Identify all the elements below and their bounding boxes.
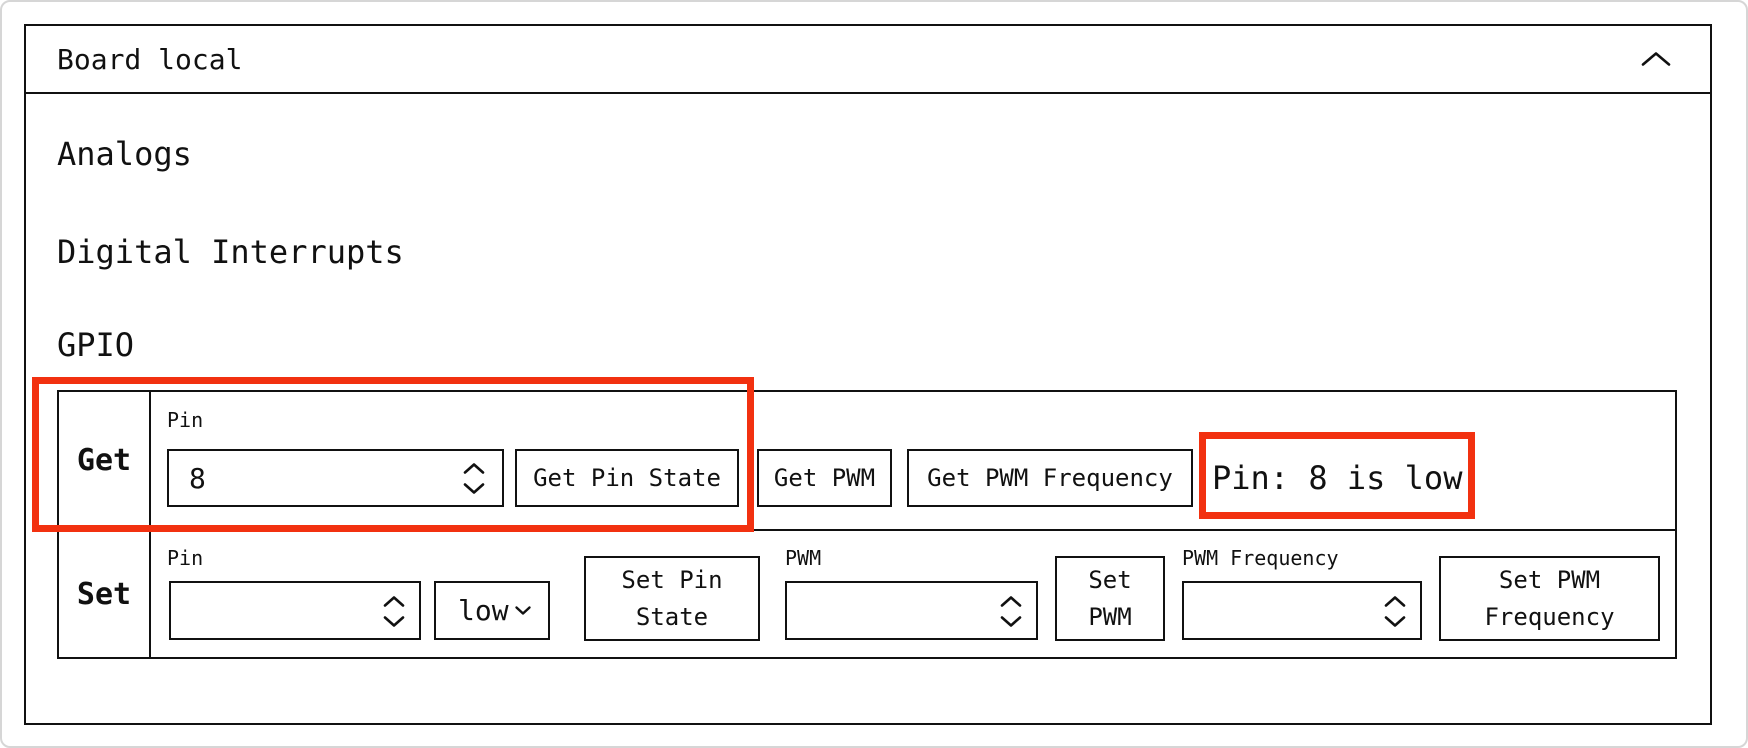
set-pin-label: Pin — [167, 546, 204, 570]
set-row-label: Set — [76, 576, 132, 612]
set-pin-input[interactable] — [169, 581, 421, 640]
get-row-label: Get — [76, 443, 132, 478]
chevron-up-icon — [1383, 595, 1407, 608]
section-gpio: GPIO — [57, 326, 135, 364]
set-pwm-input[interactable] — [785, 581, 1038, 640]
set-pwm-frequency-input[interactable] — [1182, 581, 1422, 640]
chevron-up-icon — [382, 595, 406, 608]
set-pwm-button[interactable]: Set PWM — [1055, 556, 1165, 641]
set-pin-state-button[interactable]: Set Pin State — [584, 556, 760, 641]
chevron-down-icon — [382, 615, 406, 628]
get-pin-state-button[interactable]: Get Pin State — [515, 449, 739, 507]
set-pwm-label: PWM — [785, 546, 822, 570]
board-card-header[interactable]: Board local — [26, 26, 1710, 94]
collapse-button[interactable] — [1634, 44, 1678, 74]
get-pin-result-text: Pin: 8 is low — [1212, 459, 1463, 497]
chevron-down-icon — [514, 605, 532, 616]
get-pin-input[interactable] — [167, 449, 504, 507]
chevron-up-icon — [1640, 50, 1672, 68]
chevron-down-icon — [1383, 615, 1407, 628]
gpio-table — [57, 390, 1677, 659]
chevron-down-icon — [999, 615, 1023, 628]
section-analogs: Analogs — [57, 135, 192, 173]
set-pwm-frequency-button[interactable]: Set PWM Frequency — [1439, 556, 1660, 641]
board-card-title: Board local — [57, 42, 243, 76]
set-pin-stepper[interactable] — [376, 585, 412, 637]
chevron-down-icon — [462, 482, 486, 495]
set-pwm-stepper[interactable] — [993, 585, 1029, 637]
set-pwm-frequency-stepper[interactable] — [1377, 585, 1413, 637]
get-pin-stepper[interactable] — [456, 452, 492, 504]
set-pin-state-select[interactable]: low — [434, 581, 550, 640]
chevron-up-icon — [462, 462, 486, 475]
section-digital-interrupts: Digital Interrupts — [57, 233, 404, 271]
set-pin-state-select-value: low — [458, 594, 509, 627]
gpio-table-row-divider — [59, 529, 1675, 531]
get-pin-label: Pin — [167, 408, 204, 432]
get-pwm-button[interactable]: Get PWM — [757, 449, 892, 507]
gpio-table-column-divider — [149, 392, 151, 657]
get-pwm-frequency-button[interactable]: Get PWM Frequency — [907, 449, 1193, 507]
chevron-up-icon — [999, 595, 1023, 608]
set-pwm-frequency-label: PWM Frequency — [1182, 546, 1339, 570]
